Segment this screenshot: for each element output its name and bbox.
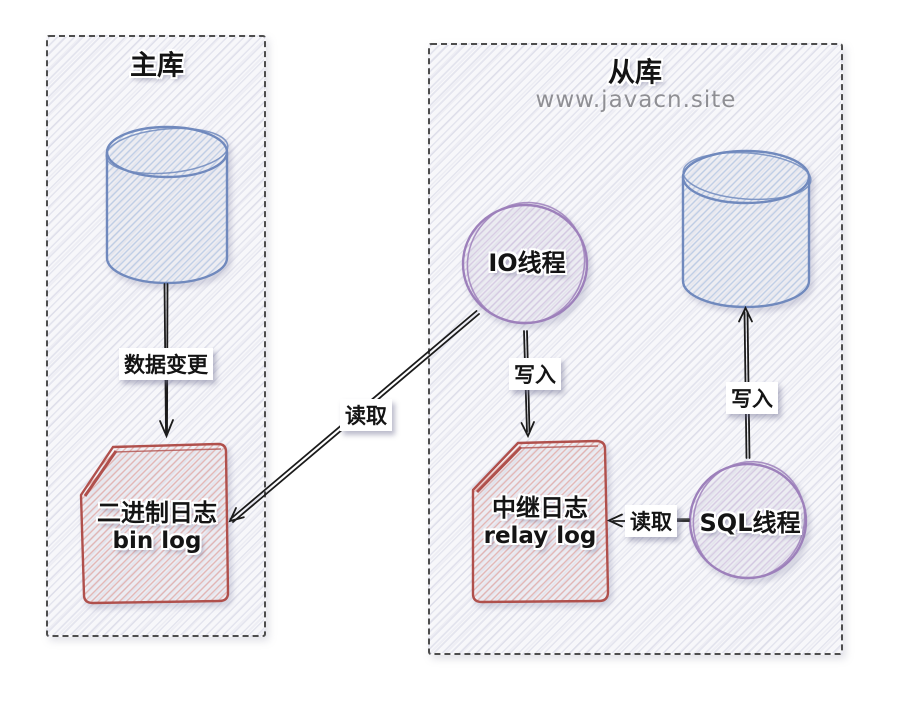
binlog-label-cn: 二进制日志 (97, 499, 217, 527)
master-box-title: 主库 (130, 50, 184, 82)
slave-box-title: 从库 (608, 57, 662, 89)
relay-log-label-en: relay log (483, 523, 597, 549)
relay-log-label: 中继日志 relay log (484, 494, 597, 550)
watermark: www.javacn.site (535, 87, 737, 113)
read-relay-label: 读取 (625, 505, 677, 537)
data-change-label: 数据变更 (119, 348, 213, 380)
binlog-label: 二进制日志 bin log (97, 499, 217, 555)
slave-box (428, 43, 843, 655)
write-relay-label: 写入 (509, 358, 561, 390)
io-thread-label: IO线程 (488, 249, 566, 277)
write-db-label: 写入 (726, 382, 778, 414)
read-binlog-label: 读取 (340, 399, 392, 431)
relay-log-label-cn: 中继日志 (491, 494, 588, 522)
binlog-label-en: bin log (112, 528, 202, 554)
sql-thread-label: SQL线程 (699, 509, 801, 537)
